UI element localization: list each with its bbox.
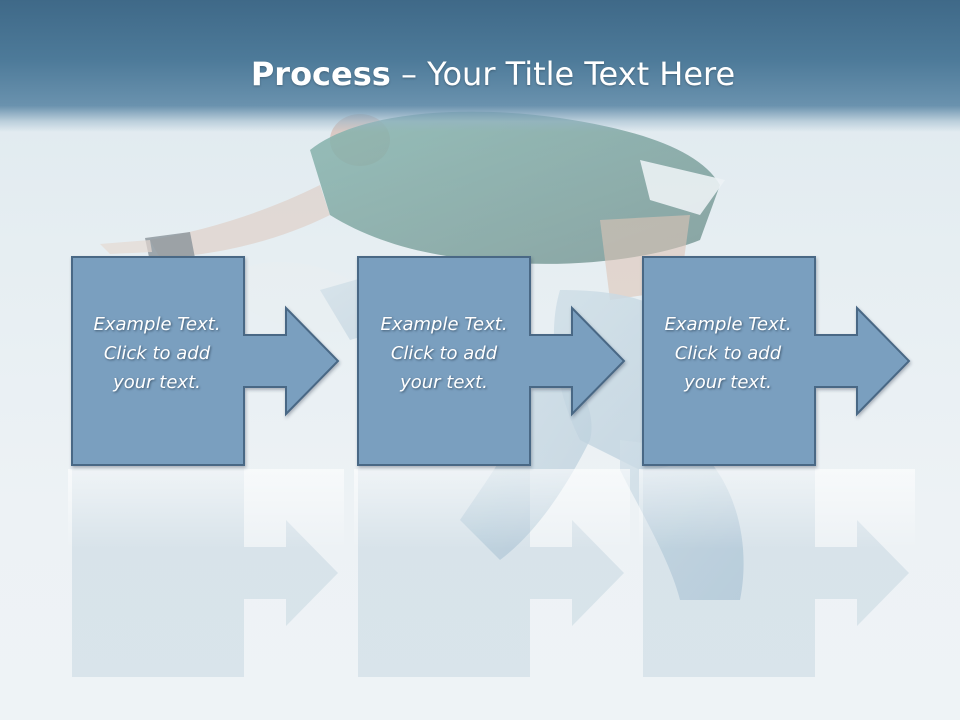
step-1-text[interactable]: Example Text. Click to add your text. [70,310,244,397]
step-3-reflection-fade [639,469,915,549]
step-1-box-arrow[interactable] [71,256,340,466]
step-1-reflection-fade [68,469,344,549]
step-3-text[interactable]: Example Text. Click to add your text. [641,310,815,397]
step-2-text[interactable]: Example Text. Click to add your text. [357,310,531,397]
step-1-line-1: Example Text. [93,314,221,335]
title-bold-word: Process [250,55,391,93]
step-1-line-2: Click to add [103,343,211,364]
slide-title[interactable]: Process – Your Title Text Here [0,52,960,96]
step-3-box-arrow[interactable] [642,256,911,466]
step-2-box-arrow[interactable] [357,256,626,466]
step-3-line-1: Example Text. [664,314,792,335]
step-2-line-3: your text. [400,372,488,393]
step-2-line-2: Click to add [390,343,498,364]
step-2-line-1: Example Text. [380,314,508,335]
step-3-line-2: Click to add [674,343,782,364]
title-bar [0,0,960,132]
title-rest: – Your Title Text Here [390,55,736,93]
step-1-line-3: your text. [113,372,201,393]
step-2-reflection-fade [354,469,630,549]
step-3-line-3: your text. [684,372,772,393]
